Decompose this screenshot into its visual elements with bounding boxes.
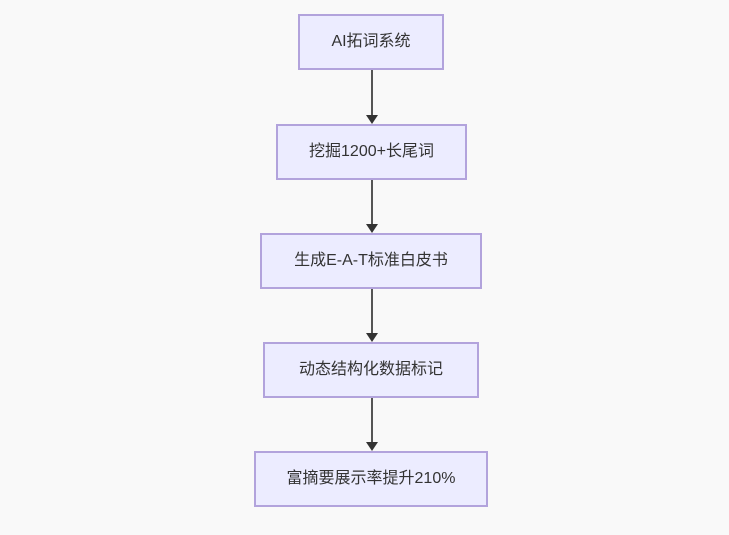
- flow-node-label: 挖掘1200+长尾词: [309, 143, 434, 160]
- arrow-shaft: [370, 398, 373, 443]
- flow-node-step-4: 动态结构化数据标记: [263, 342, 479, 398]
- flow-node-step-3: 生成E-A-T标准白皮书: [260, 233, 482, 289]
- flow-node-step-1: AI拓词系统: [298, 14, 444, 70]
- arrow-shaft: [370, 180, 373, 225]
- flow-node-step-2: 挖掘1200+长尾词: [276, 124, 467, 180]
- flow-node-step-5: 富摘要展示率提升210%: [254, 451, 488, 507]
- flow-node-label: 富摘要展示率提升210%: [286, 470, 456, 487]
- arrowhead-down-icon: [365, 224, 378, 233]
- arrow-step4-to-step5: [365, 398, 378, 451]
- arrowhead-down-icon: [365, 442, 378, 451]
- arrow-shaft: [370, 289, 373, 334]
- arrow-step3-to-step4: [365, 289, 378, 342]
- arrowhead-down-icon: [365, 115, 378, 124]
- flow-node-label: AI拓词系统: [331, 33, 411, 50]
- flow-node-label: 生成E-A-T标准白皮书: [294, 252, 448, 269]
- arrow-shaft: [370, 70, 373, 116]
- arrow-step2-to-step3: [365, 180, 378, 233]
- arrowhead-down-icon: [365, 333, 378, 342]
- flow-node-label: 动态结构化数据标记: [298, 361, 443, 378]
- arrow-step1-to-step2: [365, 70, 378, 124]
